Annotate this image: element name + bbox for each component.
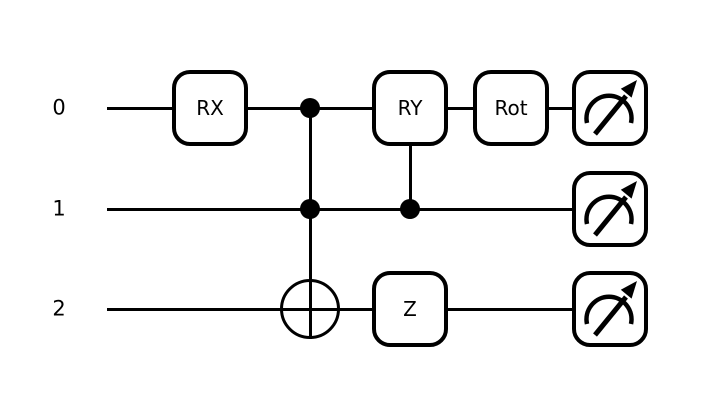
measurement-box-wire1 — [572, 171, 648, 247]
toffoli-connector-line — [308, 107, 312, 339]
gate-label-ry: RY — [397, 96, 423, 120]
measurement-gauge-icon — [584, 181, 637, 237]
gate-label-z: Z — [403, 297, 417, 321]
cry-connector-line — [408, 107, 412, 209]
wire-label-1: 1 — [52, 196, 66, 221]
gate-box-z: Z — [372, 271, 448, 347]
gate-label-rx: RX — [196, 96, 224, 120]
measurement-gauge-icon — [584, 80, 637, 136]
toffoli-target-circled-plus-icon — [280, 279, 340, 339]
wire-label-0: 0 — [52, 95, 66, 120]
gate-label-rot: Rot — [494, 96, 528, 120]
gate-box-rot: Rot — [473, 70, 549, 146]
wire-0-line — [107, 106, 572, 110]
wire-1-line — [107, 207, 572, 211]
measurement-box-wire0 — [572, 70, 648, 146]
toffoli-control-dot-wire1 — [300, 199, 320, 219]
gate-box-ry: RY — [372, 70, 448, 146]
toffoli-control-dot-wire0 — [300, 98, 320, 118]
wire-label-2: 2 — [52, 296, 66, 321]
measurement-gauge-icon — [584, 281, 637, 337]
measurement-box-wire2 — [572, 271, 648, 347]
gate-box-rx: RX — [172, 70, 248, 146]
cry-control-dot-wire1 — [400, 199, 420, 219]
